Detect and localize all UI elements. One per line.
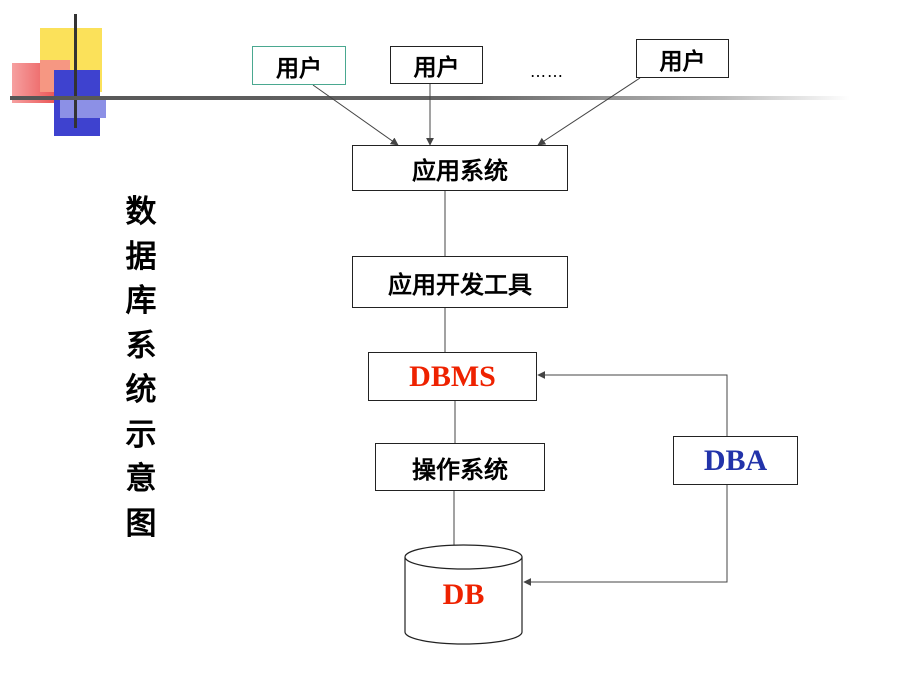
title-char: 数 xyxy=(125,194,157,230)
arrow-user3-to-app xyxy=(537,77,641,146)
dev-tools-label: 应用开发工具 xyxy=(388,270,532,299)
os-box: 操作系统 xyxy=(375,443,545,491)
arrow-dba-to-dbms xyxy=(537,371,728,436)
os-label: 操作系统 xyxy=(412,455,508,484)
ellipsis: …… xyxy=(530,62,564,81)
app-system-label: 应用系统 xyxy=(412,156,508,185)
dba-label: DBA xyxy=(703,443,768,477)
ornament-vertical-line xyxy=(74,14,77,128)
user-label: 用户 xyxy=(659,48,706,75)
title-char: 系 xyxy=(125,327,157,364)
dev-tools-box: 应用开发工具 xyxy=(352,256,568,308)
title-char: 意 xyxy=(125,461,157,497)
dbms-label: DBMS xyxy=(409,359,496,393)
title-char: 库 xyxy=(125,283,157,319)
dba-box: DBA xyxy=(673,436,798,485)
title-char: 图 xyxy=(125,505,157,542)
arrow-user1-to-app xyxy=(312,84,399,146)
dbms-box: DBMS xyxy=(368,352,537,401)
title-char: 据 xyxy=(125,238,157,275)
ornament-blue-square-light xyxy=(60,96,106,118)
title-char: 统 xyxy=(125,372,157,408)
app-system-box: 应用系统 xyxy=(352,145,568,191)
user-label: 用户 xyxy=(276,55,322,82)
user-box-2: 用户 xyxy=(390,46,483,84)
db-label: DB xyxy=(442,578,485,611)
user-box-3: 用户 xyxy=(636,39,729,78)
user-box-1: 用户 xyxy=(252,46,346,85)
vertical-title: 数 据 库 系 统 示 意 图 xyxy=(116,190,166,546)
arrow-dba-to-db xyxy=(523,485,728,586)
user-label: 用户 xyxy=(413,55,460,81)
title-char: 示 xyxy=(125,416,157,453)
db-cylinder xyxy=(404,544,523,645)
